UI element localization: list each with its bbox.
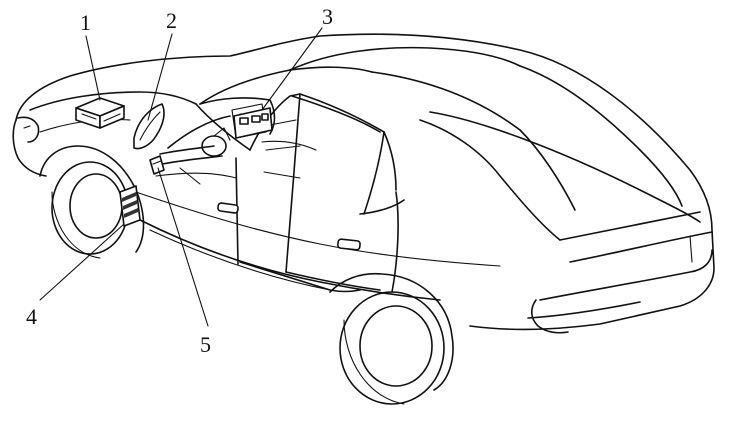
callout-labels: 1 2 3 4 5 bbox=[26, 4, 333, 357]
callout-4: 4 bbox=[26, 304, 37, 329]
callout-5: 5 bbox=[200, 332, 211, 357]
car-body bbox=[12, 33, 715, 334]
component-2-unit bbox=[133, 103, 165, 150]
callout-1: 1 bbox=[80, 10, 91, 35]
component-5-switch bbox=[149, 155, 165, 175]
callout-3: 3 bbox=[322, 4, 333, 29]
callout-2: 2 bbox=[166, 8, 177, 33]
component-3-meter-cluster bbox=[233, 107, 273, 139]
component-4-module bbox=[119, 185, 141, 227]
rear-wheel bbox=[329, 272, 454, 405]
component-1-module bbox=[75, 97, 125, 129]
leader-lines bbox=[39, 27, 323, 327]
